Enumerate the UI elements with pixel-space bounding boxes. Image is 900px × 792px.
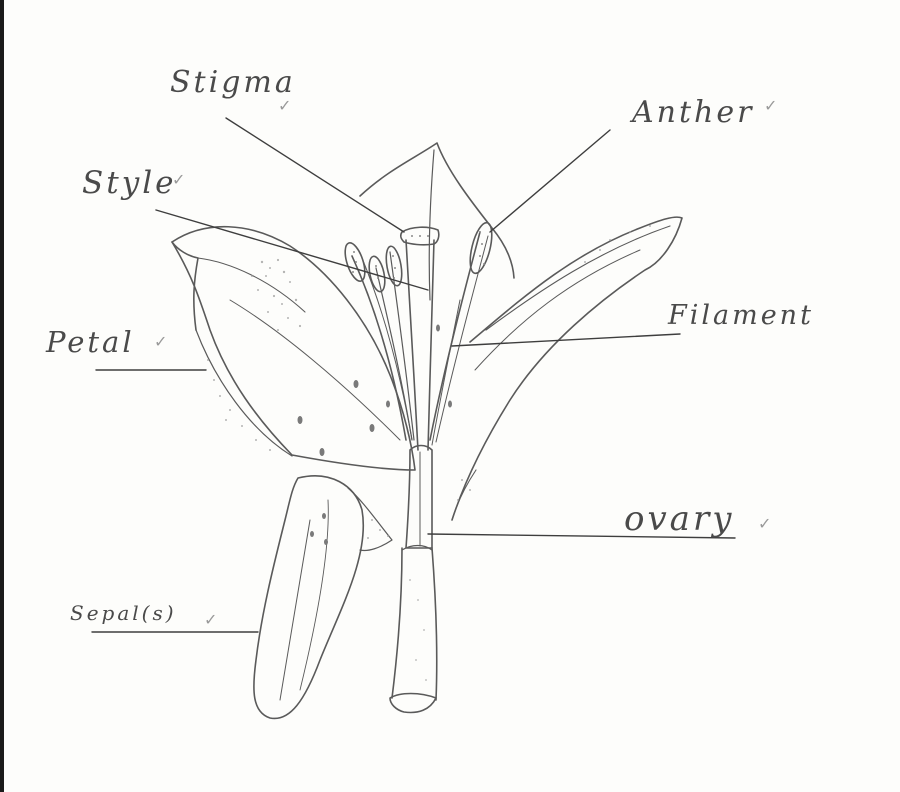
anther-2 xyxy=(368,255,386,293)
anther-4 xyxy=(469,221,493,275)
filament-4 xyxy=(429,231,481,441)
back-petal xyxy=(359,142,515,279)
right-petal-vein xyxy=(474,249,641,371)
style-right xyxy=(427,239,435,451)
stem-top xyxy=(401,544,433,551)
leader-stigma xyxy=(225,117,405,233)
petal-spots xyxy=(297,324,452,545)
filament-4b xyxy=(435,235,489,443)
leader-anther xyxy=(489,129,611,233)
sepal xyxy=(253,475,364,720)
stem-cut xyxy=(389,692,437,714)
leader-ovary xyxy=(427,533,736,539)
left-petal-fold xyxy=(197,257,306,313)
right-petal-inner xyxy=(485,225,671,331)
anther-dots xyxy=(352,231,485,279)
left-petal xyxy=(171,225,416,471)
anther-1 xyxy=(344,242,366,282)
stem xyxy=(391,547,438,701)
sepal-inner-lobe xyxy=(347,487,393,552)
leader-style xyxy=(155,209,429,291)
label-ovary: ovary xyxy=(624,499,735,539)
label-style: Style xyxy=(82,165,177,201)
left-petal-tip xyxy=(171,241,199,331)
filament-2 xyxy=(375,267,413,441)
scan-edge xyxy=(0,0,4,792)
filament-3 xyxy=(389,251,415,441)
filament-1b xyxy=(361,257,413,441)
filament-1 xyxy=(351,255,407,441)
check-mark-icon: ✓ xyxy=(154,332,168,351)
right-petal xyxy=(451,216,683,521)
leader-lines xyxy=(91,117,736,633)
left-petal-edge xyxy=(195,329,293,457)
label-filament: Filament xyxy=(668,300,814,331)
sepal-vein xyxy=(279,519,311,701)
sepal-vein-2 xyxy=(299,499,329,691)
filament-5 xyxy=(431,299,461,446)
ovary xyxy=(405,444,433,549)
shading-dots xyxy=(207,225,651,681)
label-petal: Petal xyxy=(46,325,135,359)
label-anther: Anther xyxy=(632,95,755,130)
back-petal-midrib xyxy=(428,149,435,301)
stigma-head xyxy=(399,226,440,246)
label-sepals: Sepal(s) xyxy=(70,601,177,625)
style-left xyxy=(405,239,419,451)
check-mark-icon: ✓ xyxy=(278,96,292,115)
check-mark-icon: ✓ xyxy=(758,514,772,533)
check-mark-icon: ✓ xyxy=(172,170,186,189)
anther-3 xyxy=(385,245,403,287)
check-mark-icon: ✓ xyxy=(204,610,218,629)
left-petal-vein xyxy=(229,299,401,441)
check-mark-icon: ✓ xyxy=(764,96,778,115)
right-petal-base xyxy=(451,469,477,521)
leader-filament xyxy=(451,333,681,347)
label-stigma: Stigma xyxy=(170,65,296,100)
